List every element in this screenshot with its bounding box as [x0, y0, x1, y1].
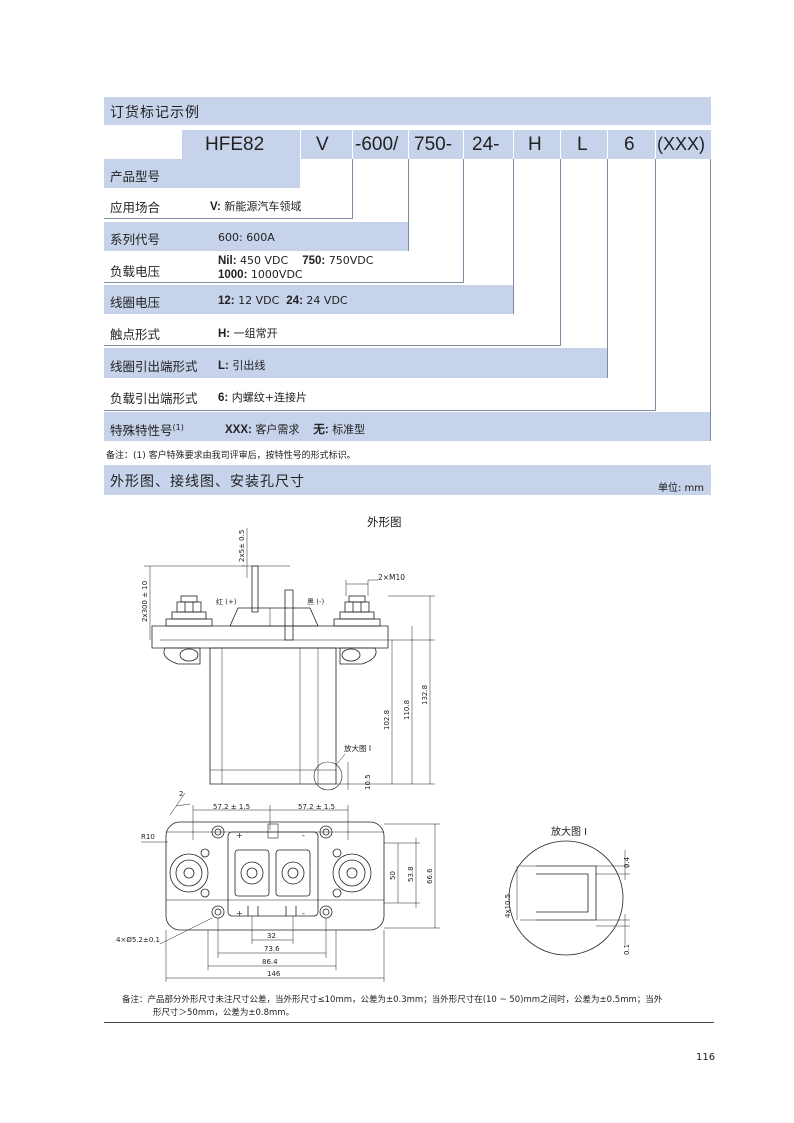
top-view-plate [165, 821, 385, 931]
flange-right [339, 647, 377, 665]
dim-102-8: 102.8 [383, 710, 391, 730]
dim-73-6: 73.6 [264, 945, 280, 953]
drawing-note-line2: 形尺寸＞50mm，公差为±0.8mm。 [153, 1008, 295, 1018]
dim-57-2-right: 57.2 ± 1.5 [298, 803, 335, 811]
row-value-coil-terminal: L: 引出线 [218, 359, 266, 372]
svg-text:+: + [236, 831, 243, 840]
unit-label: 单位: mm [658, 483, 705, 494]
ordering-header-band [104, 97, 711, 125]
row-label-special: 特殊特性号(1) [110, 420, 184, 439]
dim-146: 146 [267, 970, 281, 978]
row-value-coil-voltage: 12: 12 VDC 24: 24 VDC [218, 294, 348, 307]
row-label-special-text: 特殊特性号 [110, 423, 173, 438]
row-label-application: 应用场合 [110, 200, 161, 215]
dim-r10: R10 [141, 833, 155, 841]
ordering-title: 订货标记示例 [110, 105, 200, 121]
svg-text:+: + [236, 909, 243, 918]
row-band-special [104, 412, 711, 441]
row-value-load-voltage-1: Nil: 450 VDC 750: 750VDC [218, 254, 374, 267]
dim-32: 32 [267, 932, 276, 940]
dim-57-2-left: 57.2 ± 1.5 [213, 803, 250, 811]
row-band-model [104, 159, 300, 188]
svg-text:-: - [302, 909, 305, 918]
dim-angle: 2 [179, 790, 183, 798]
row-label-special-sup: (1) [172, 422, 184, 432]
wire-black-label: 黑 (-) [307, 598, 324, 606]
row-value-contact: H: 一组常开 [218, 327, 278, 340]
dim-50: 50 [389, 871, 397, 880]
dim-66-6: 66.6 [426, 868, 434, 884]
code-coil-terminal: L [577, 134, 588, 155]
outline-caption: 外形图 [367, 515, 402, 529]
coil-wire-left [251, 565, 259, 613]
dim-holes: 4×Ø5.2±0.1 [116, 936, 160, 944]
ordering-note: 备注：(1) 客户特殊要求由我司评审后，按特性号的形式标识。 [106, 451, 356, 461]
coil-wire-right [284, 589, 294, 641]
flange-left [163, 647, 201, 665]
row-label-series: 系列代号 [110, 232, 161, 247]
mount-holes [211, 825, 333, 919]
code-coil: 24- [472, 134, 500, 155]
row-band-coil-terminal [104, 348, 608, 378]
dim-10-5-front: 10.5 [364, 774, 372, 790]
code-separators [0, 130, 794, 159]
code-current: -600/ [355, 134, 399, 155]
dim-0-1: 0.1 [623, 944, 631, 955]
dim-m10: 2×M10 [378, 573, 405, 582]
row-band-coil [104, 285, 514, 314]
dim-4x10-5: 4x10.5 [504, 894, 512, 918]
bottom-rule [104, 1022, 714, 1023]
code-application: V [316, 134, 329, 155]
wire-red-label: 红 (+) [216, 597, 237, 606]
drawing-title: 外形图、接线图、安装孔尺寸 [110, 474, 305, 490]
dim-86-4: 86.4 [262, 958, 278, 966]
row-label-contact: 触点形式 [110, 327, 161, 342]
code-voltage: 750- [414, 134, 453, 155]
terminal-left [165, 595, 213, 627]
code-band [182, 130, 711, 159]
row-value-application: V: 新能源汽车领域 [210, 200, 302, 213]
svg-text:-: - [302, 831, 305, 840]
row-value-special: XXX: 客户需求 无: 标准型 [225, 423, 366, 436]
row-label-model: 产品型号 [110, 169, 161, 184]
detail-circle [508, 840, 624, 956]
detail-caption: 放大图 I [551, 825, 587, 838]
row-label-coil-voltage: 线圈电压 [110, 295, 161, 310]
dim-53-8: 53.8 [407, 866, 415, 882]
code-load-terminal: 6 [624, 134, 635, 155]
drawing-note-line1: 备注：产品部分外形尺寸未注尺寸公差，当外形尺寸≤10mm，公差为±0.3mm；当… [122, 995, 663, 1005]
detail-callout-label: 放大图 I [344, 743, 371, 753]
row-value-load-voltage-2: 1000: 1000VDC [218, 268, 303, 281]
row-label-coil-terminal: 线圈引出端形式 [110, 359, 198, 374]
row-label-load-terminal: 负载引出端形式 [110, 391, 198, 406]
dim-132-8: 132.8 [421, 685, 429, 705]
row-value-load-terminal: 6: 内螺纹+连接片 [218, 391, 307, 404]
dim-2x300: 2x300 ± 10 [141, 581, 149, 622]
detail-callout-circle [313, 761, 343, 791]
row-band-series [104, 222, 408, 251]
relay-body [209, 647, 337, 785]
dim-0-4: 0.4 [623, 856, 631, 868]
dim-110-8: 110.8 [403, 700, 411, 720]
row-label-load-voltage: 负载电压 [110, 264, 161, 279]
code-special: (XXX) [657, 134, 706, 154]
dim-2x5: 2x5± 0.5 [238, 530, 246, 562]
code-contact: H [528, 134, 542, 155]
row-value-series: 600: 600A [218, 231, 275, 244]
mount-plate [151, 625, 389, 649]
page-number: 116 [696, 1052, 716, 1063]
code-series: HFE82 [205, 134, 265, 155]
terminal-right [333, 595, 381, 627]
drawing-header-band [104, 465, 711, 495]
